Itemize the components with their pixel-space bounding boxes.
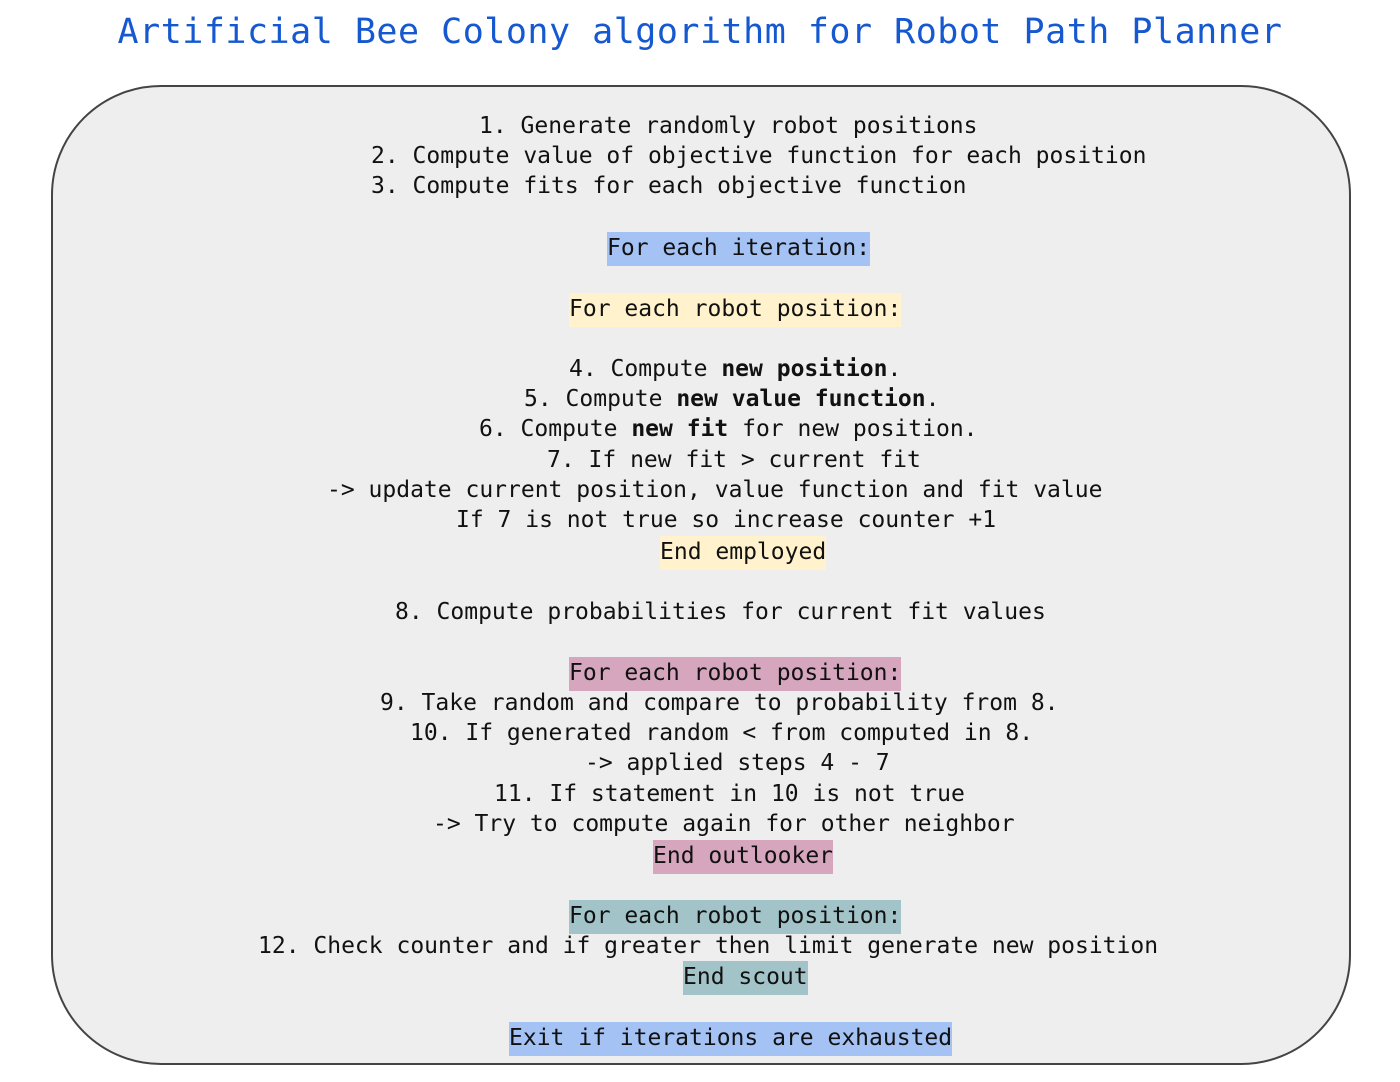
- outlooker-loop-end: End outlooker: [0, 840, 1400, 874]
- step-3: 3. Compute fits for each objective funct…: [371, 173, 967, 199]
- step-7: 7. If new fit > current fit: [547, 447, 921, 473]
- scout-loop-start: For each robot position:: [0, 900, 1400, 934]
- step-4-bold: new position: [721, 356, 888, 382]
- exit-condition: Exit if iterations are exhausted: [0, 1022, 1400, 1056]
- step-2: 2. Compute value of objective function f…: [371, 143, 1147, 169]
- step-6: 6. Compute new fit for new position.: [479, 416, 978, 442]
- step-7-else: If 7 is not true so increase counter +1: [456, 507, 997, 533]
- step-9: 9. Take random and compare to probabilit…: [380, 690, 1059, 716]
- step-10: 10. If generated random < from computed …: [410, 720, 1034, 746]
- employed-loop-end: End employed: [0, 536, 1400, 570]
- step-11: 11. If statement in 10 is not true: [494, 781, 965, 807]
- step-5-bold: new value function: [676, 386, 926, 412]
- scout-loop-end: End scout: [0, 961, 1400, 995]
- step-8: 8. Compute probabilities for current fit…: [395, 599, 1046, 625]
- employed-loop-start: For each robot position:: [0, 293, 1400, 327]
- step-12: 12. Check counter and if greater then li…: [258, 933, 1159, 959]
- step-4: 4. Compute new position.: [569, 356, 902, 382]
- step-6-bold: new fit: [631, 416, 729, 442]
- outlooker-loop-start: For each robot position:: [0, 657, 1400, 691]
- step-10-arrow: -> applied steps 4 - 7: [585, 750, 890, 776]
- step-7-arrow: -> update current position, value functi…: [327, 477, 1103, 503]
- step-11-arrow: -> Try to compute again for other neighb…: [433, 811, 1015, 837]
- iteration-loop-start: For each iteration:: [0, 232, 1400, 266]
- diagram-title: Artificial Bee Colony algorithm for Robo…: [117, 12, 1283, 52]
- step-5: 5. Compute new value function.: [524, 386, 940, 412]
- step-1: 1. Generate randomly robot positions: [479, 113, 978, 139]
